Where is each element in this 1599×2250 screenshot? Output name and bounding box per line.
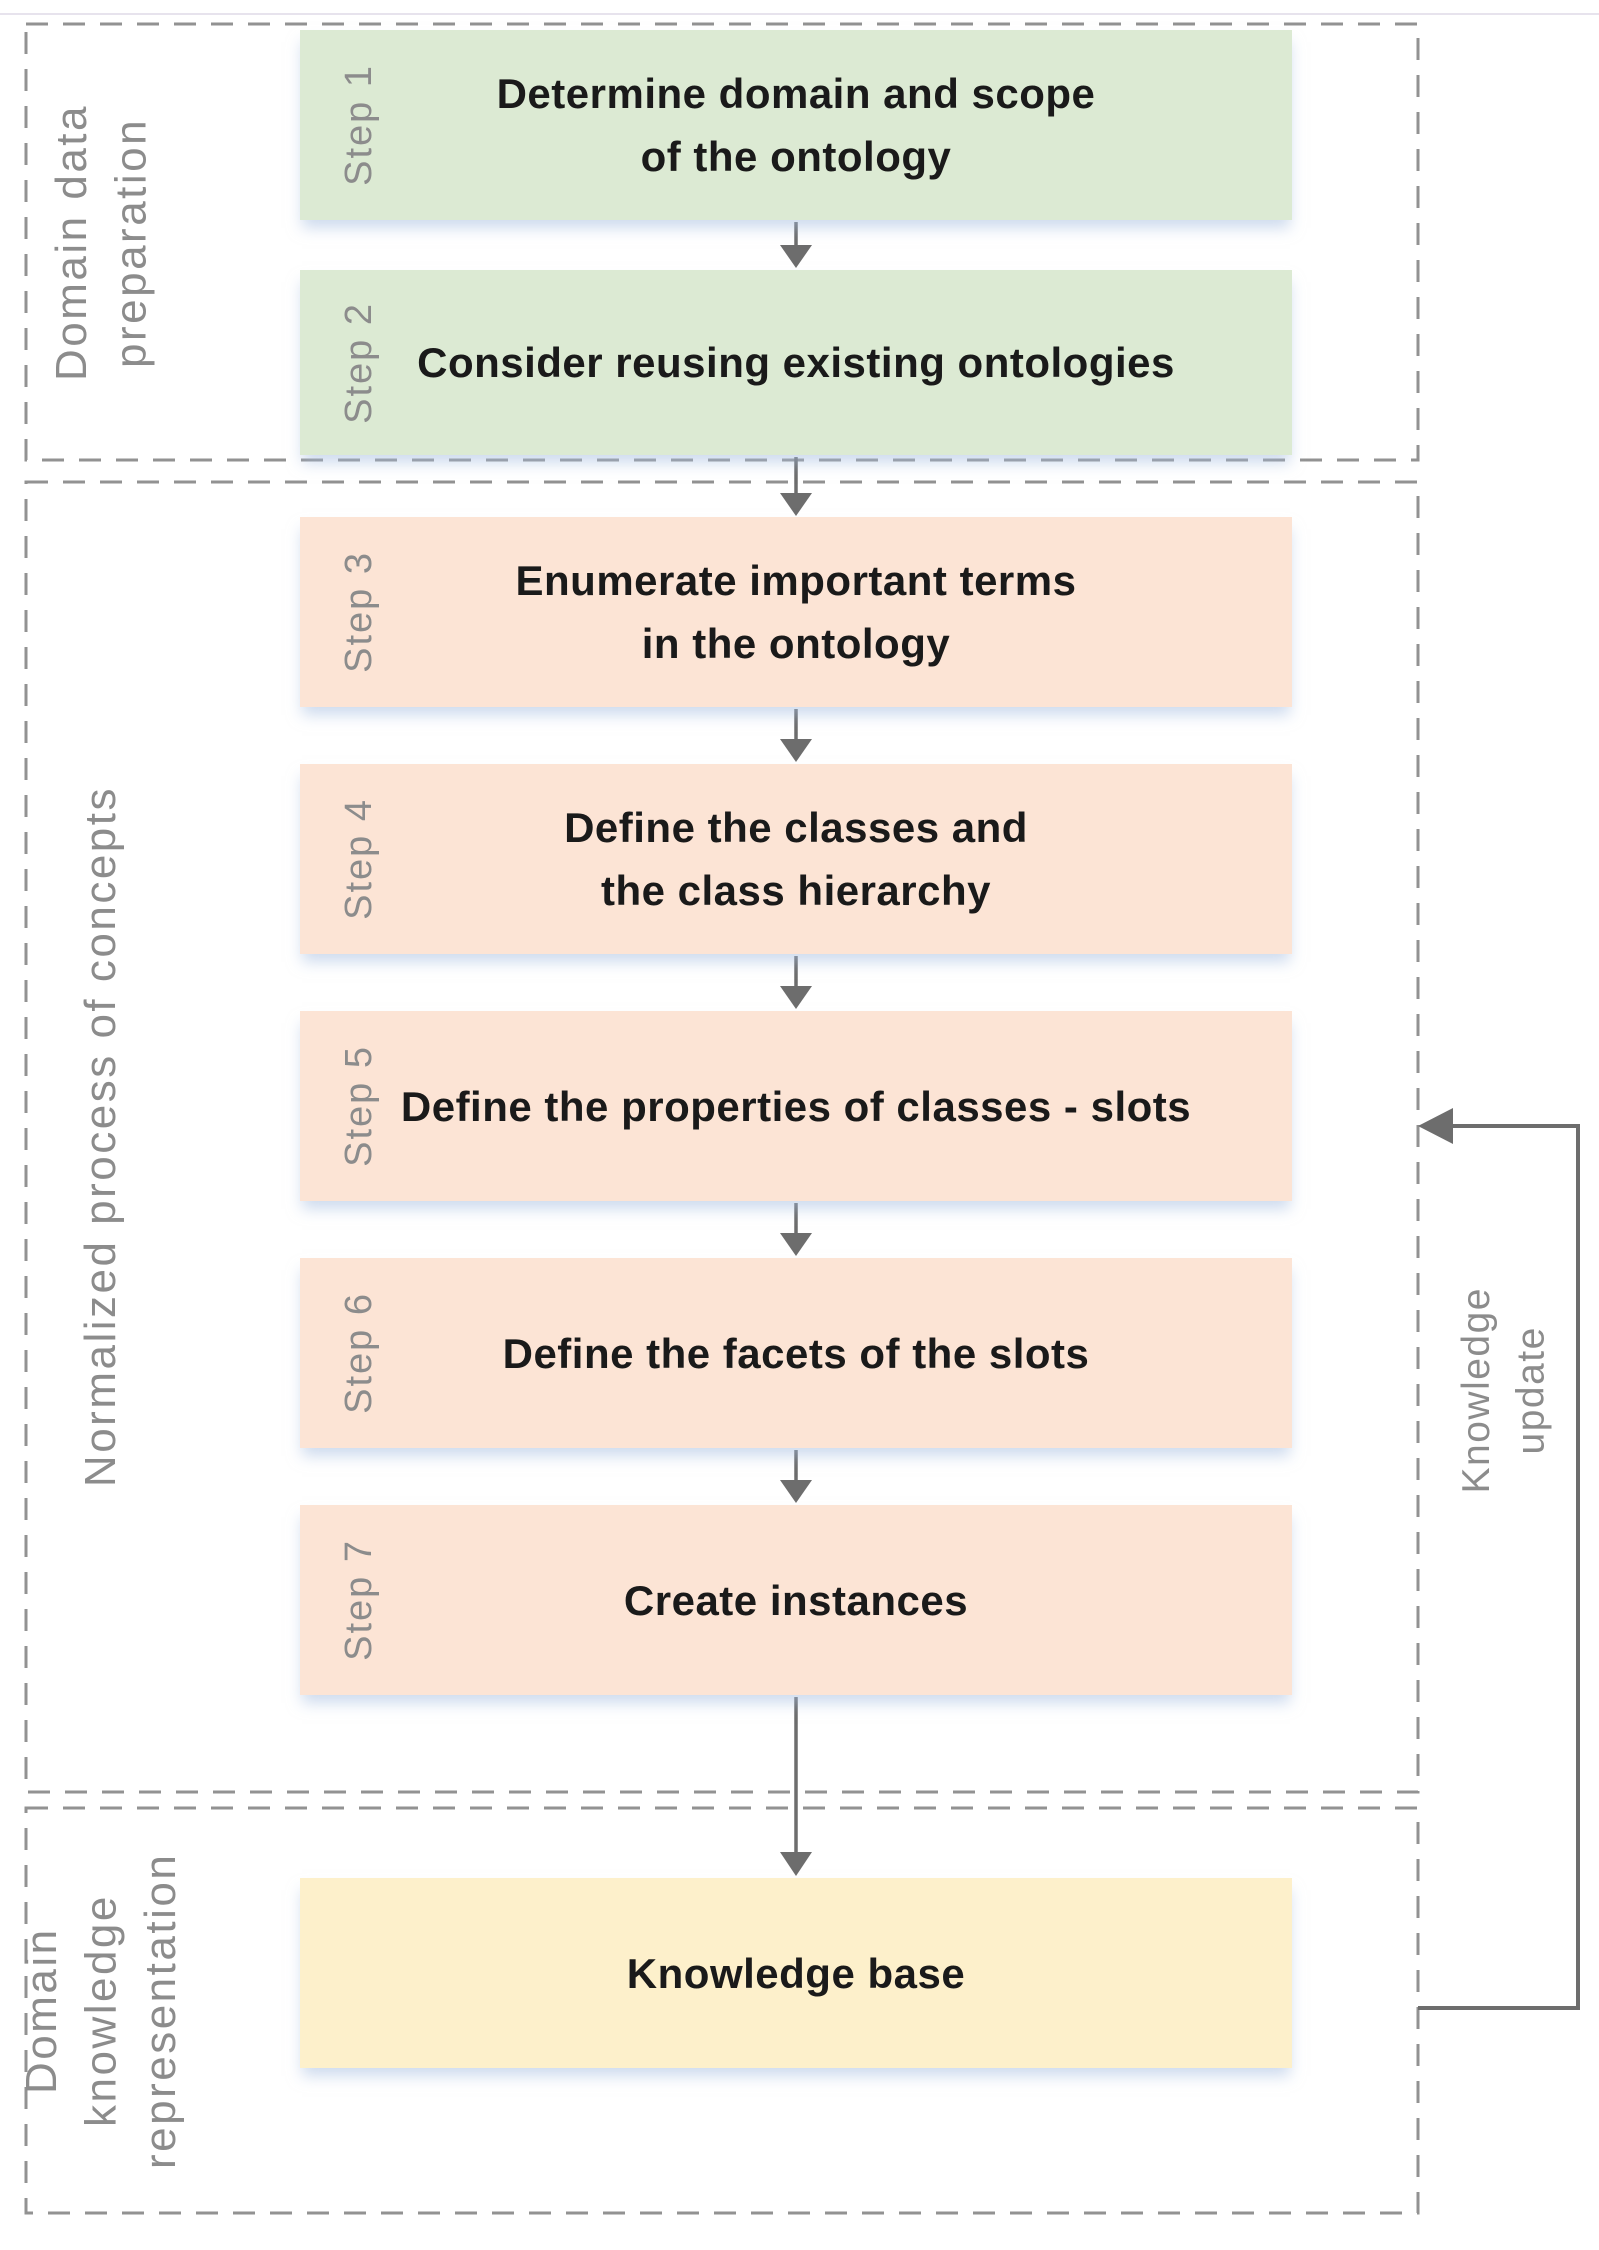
group-label-normalized-process-of-concepts: Normalized process of concepts xyxy=(26,482,176,1792)
group-label-domain-data-preparation: Domain data preparation xyxy=(26,24,176,460)
arrow-step2-step3 xyxy=(780,457,812,516)
group-label-text: Domain knowledge representation xyxy=(16,1852,185,2169)
group-border-domain-knowledge-representation xyxy=(24,1806,1420,2215)
knowledge-base-box: Knowledge base xyxy=(300,1878,1292,2068)
step-7-text: Create instances xyxy=(623,1576,969,1624)
step-2-label-text: Step 2 xyxy=(337,301,380,424)
group-label-text: Domain data preparation xyxy=(46,103,155,381)
step-1-text: Determine domain and scope of the ontolo… xyxy=(496,70,1096,180)
arrow-step6-step7 xyxy=(780,1450,812,1503)
arrow-step4-step5 xyxy=(780,956,812,1009)
step-4-box: Step 4 Define the classes and the class … xyxy=(300,764,1292,954)
step-2-box: Step 2 Consider reusing existing ontolog… xyxy=(300,270,1292,455)
step-1-label: Step 1 xyxy=(316,30,402,220)
step-5-box: Step 5 Define the properties of classes … xyxy=(300,1011,1292,1201)
arrow-step7-knowledge-base xyxy=(780,1697,812,1876)
step-2-label: Step 2 xyxy=(316,270,402,455)
step-5-text: Define the properties of classes - slots xyxy=(400,1082,1192,1130)
group-label-domain-knowledge-representation: Domain knowledge representation xyxy=(17,1808,185,2213)
step-5-label: Step 5 xyxy=(316,1011,402,1201)
step-3-text: Enumerate important terms in the ontolog… xyxy=(515,557,1077,667)
step-6-box: Step 6 Define the facets of the slots xyxy=(300,1258,1292,1448)
step-3-label: Step 3 xyxy=(316,517,402,707)
knowledge-update-label-text: Knowledge update xyxy=(1455,1286,1553,1494)
step-2-text: Consider reusing existing ontologies xyxy=(417,339,1175,386)
knowledge-base-text: Knowledge base xyxy=(626,1949,966,1997)
step-4-text: Define the classes and the class hierarc… xyxy=(564,804,1028,914)
arrow-step1-step2 xyxy=(780,222,812,268)
step-7-label-text: Step 7 xyxy=(337,1539,380,1661)
step-4-label-text: Step 4 xyxy=(337,798,380,920)
feedback-arrow xyxy=(1418,1108,1580,2010)
arrow-step5-step6 xyxy=(780,1203,812,1256)
step-3-box: Step 3 Enumerate important terms in the … xyxy=(300,517,1292,707)
step-6-label: Step 6 xyxy=(316,1258,402,1448)
group-border-normalized-process-of-concepts xyxy=(24,480,1420,1794)
step-4-label: Step 4 xyxy=(316,764,402,954)
top-border-line xyxy=(0,13,1599,15)
step-5-label-text: Step 5 xyxy=(337,1045,380,1167)
arrow-step3-step4 xyxy=(780,709,812,762)
step-7-box: Step 7 Create instances xyxy=(300,1505,1292,1695)
step-1-label-text: Step 1 xyxy=(337,64,380,186)
step-7-label: Step 7 xyxy=(316,1505,402,1695)
step-3-label-text: Step 3 xyxy=(337,551,380,673)
knowledge-update-label: Knowledge update xyxy=(1412,1120,1598,1660)
group-border-domain-data-preparation xyxy=(24,22,1420,462)
step-6-label-text: Step 6 xyxy=(337,1292,380,1414)
step-6-text: Define the facets of the slots xyxy=(502,1329,1090,1377)
step-1-box: Step 1 Determine domain and scope of the… xyxy=(300,30,1292,220)
group-label-text: Normalized process of concepts xyxy=(76,786,126,1488)
